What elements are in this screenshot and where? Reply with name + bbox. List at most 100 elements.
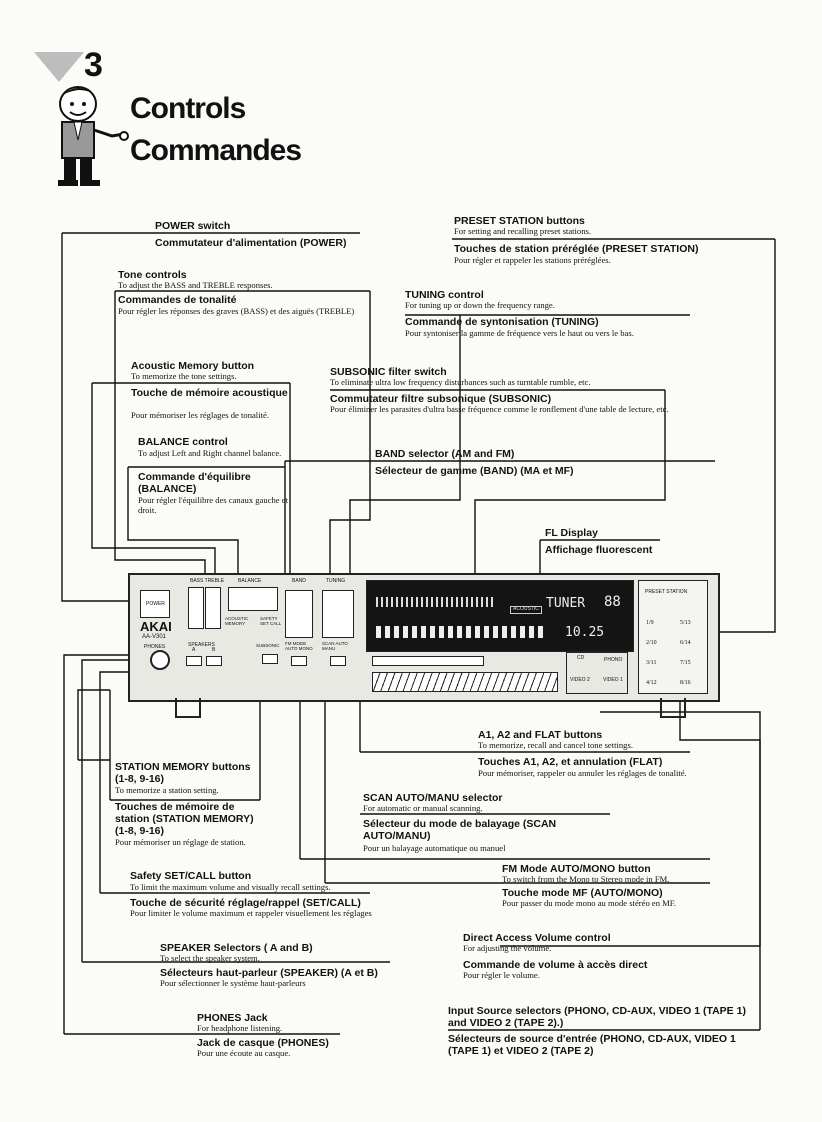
station-fr-desc: Pour mémoriser un réglage de station. [115, 837, 246, 847]
preset-4[interactable]: 4/12 [646, 680, 657, 686]
input-source-box[interactable] [566, 652, 628, 694]
balance-en: BALANCE control [138, 436, 228, 448]
preset-en: PRESET STATION buttons [454, 215, 585, 227]
band-en: BAND selector (AM and FM) [375, 448, 515, 460]
phones-jack[interactable] [150, 650, 170, 670]
fmmode-fr-desc: Pour passer du mode mono au mode stéréo … [502, 898, 677, 908]
preset-6[interactable]: 6/14 [680, 640, 691, 646]
power-en: POWER switch [155, 220, 231, 232]
video2-label: VIDEO 2 [570, 677, 590, 683]
treble-slider[interactable] [205, 587, 221, 629]
scan-fr-desc: Pour un balayage automatique ou manuel [363, 843, 506, 853]
band-fr: Sélecteur de gamme (BAND) (MA et MF) [375, 465, 574, 477]
power-label: POWER [146, 601, 165, 607]
speaker-fr: Sélecteurs haut-parleur (SPEAKER) (A et … [160, 967, 378, 979]
balance-label: BALANCE [238, 578, 262, 584]
station-fr: Touches de mémoire de station (STATION M… [115, 801, 254, 837]
right-foot [660, 698, 686, 718]
video1-label: VIDEO 1 [603, 677, 623, 683]
level-meter [376, 597, 496, 607]
subsonic-fr-desc: Pour éliminer les parasites d'ultra bass… [330, 404, 669, 414]
acoustic-en-desc: To memorize the tone settings. [131, 371, 237, 381]
volume-en: Direct Access Volume control [463, 932, 611, 944]
chapter-marker [34, 52, 94, 84]
mascot-illustration [50, 84, 130, 188]
preset-7[interactable]: 7/15 [680, 660, 691, 666]
scan-label: SCAN AUTO MANU [322, 641, 348, 652]
model-label: AA-V301 [142, 634, 167, 640]
phones-label: PHONES [144, 644, 166, 650]
preset-2[interactable]: 2/10 [646, 640, 657, 646]
page-title: Controls [130, 92, 246, 125]
fl-en: FL Display [545, 527, 598, 539]
preset-fr: Touches de station préréglée (PRESET STA… [454, 243, 699, 255]
band-label: BAND [292, 578, 306, 584]
preset-en-desc: For setting and recalling preset station… [454, 226, 591, 236]
speaker-a-label: A [192, 647, 196, 653]
speaker-a-button[interactable] [186, 656, 202, 666]
volume-fr-desc: Pour régler le volume. [463, 970, 540, 980]
tuning-control[interactable] [322, 590, 354, 638]
phones-en-desc: For headphone listening. [197, 1023, 283, 1033]
balance-slider[interactable] [228, 587, 278, 611]
fm-mode-button[interactable] [291, 656, 307, 666]
tuning-en: TUNING control [405, 289, 484, 301]
display-tuner: TUNER [546, 596, 586, 611]
fl-display [366, 580, 634, 652]
balance-fr: Commande d'équilibre (BALANCE) [138, 471, 251, 495]
volume-control-bar[interactable] [372, 672, 558, 692]
phones-fr-desc: Pour une écoute au casque. [197, 1048, 291, 1058]
tone-en: Tone controls [118, 269, 187, 281]
phono-label: PHONO [604, 657, 623, 663]
speaker-en: SPEAKER Selectors ( A and B) [160, 942, 313, 954]
subsonic-en: SUBSONIC filter switch [330, 366, 447, 378]
speakers-label: SPEAKERS [188, 642, 215, 648]
tone-en-desc: To adjust the BASS and TREBLE responses. [118, 280, 273, 290]
tuning-fr: Commande de syntonisation (TUNING) [405, 316, 599, 328]
preset-3[interactable]: 3/11 [646, 660, 657, 666]
subsonic-label: SUBSONIC [256, 643, 280, 648]
preset-1[interactable]: 1/9 [646, 620, 654, 626]
input-fr: Sélecteurs de source d'entrée (PHONO, CD… [448, 1033, 736, 1057]
subsonic-switch[interactable] [262, 654, 278, 664]
station-en: STATION MEMORY buttons (1-8, 9-16) [115, 761, 251, 785]
display-acoustic: ACOUSTIC [510, 606, 542, 614]
speaker-en-desc: To select the speaker system. [160, 953, 260, 963]
volume-en-desc: For adjusting the volume. [463, 943, 552, 953]
safety-label: SAFETY SET CALL [260, 616, 282, 627]
cd-label: CD [577, 655, 585, 661]
power-fr: Commutateur d'alimentation (POWER) [155, 237, 347, 249]
tuning-en-desc: For tuning up or down the frequency rang… [405, 300, 555, 310]
tone-fr-desc: Pour régler les réponses des graves (BAS… [118, 306, 355, 316]
tone-memory-buttons[interactable] [372, 656, 484, 666]
tone-fr: Commandes de tonalité [118, 294, 237, 306]
acoustic-memory-label: ACOUSTIC MEMORY [225, 616, 249, 627]
balance-fr-desc: Pour régler l'équilibre des canaux gauch… [138, 495, 288, 515]
speaker-b-button[interactable] [206, 656, 222, 666]
fl-fr: Affichage fluorescent [545, 544, 653, 556]
preset-5[interactable]: 5/13 [680, 620, 691, 626]
left-foot [175, 698, 201, 718]
phones-en: PHONES Jack [197, 1012, 268, 1024]
input-en: Input Source selectors (PHONO, CD-AUX, V… [448, 1005, 746, 1029]
triangle-icon [34, 52, 84, 82]
safety-fr: Touche de sécurité réglage/rappel (SET/C… [130, 897, 361, 909]
bass-slider[interactable] [188, 587, 204, 629]
volume-fr: Commande de volume à accès direct [463, 959, 648, 971]
fmmode-fr: Touche mode MF (AUTO/MONO) [502, 887, 663, 899]
band-selector[interactable] [285, 590, 313, 638]
preset-8[interactable]: 8/16 [680, 680, 691, 686]
fm-mode-label: FM MODE AUTO MONO [285, 641, 313, 652]
balance-en-desc: To adjust Left and Right channel balance… [138, 448, 282, 458]
brand-logo: AKAI [140, 619, 172, 634]
scan-button[interactable] [330, 656, 346, 666]
page-title-french: Commandes [130, 134, 302, 167]
display-frequency: 10.25 [565, 625, 605, 640]
subsonic-fr: Commutateur filtre subsonique (SUBSONIC) [330, 393, 552, 405]
acoustic-fr: Touche de mémoire acoustique [131, 387, 288, 399]
subsonic-en-desc: To eliminate ultra low frequency disturb… [330, 377, 591, 387]
power-button[interactable] [140, 590, 170, 618]
phones-fr: Jack de casque (PHONES) [197, 1037, 329, 1049]
fmmode-en: FM Mode AUTO/MONO button [502, 863, 651, 875]
safety-en: Safety SET/CALL button [130, 870, 252, 882]
